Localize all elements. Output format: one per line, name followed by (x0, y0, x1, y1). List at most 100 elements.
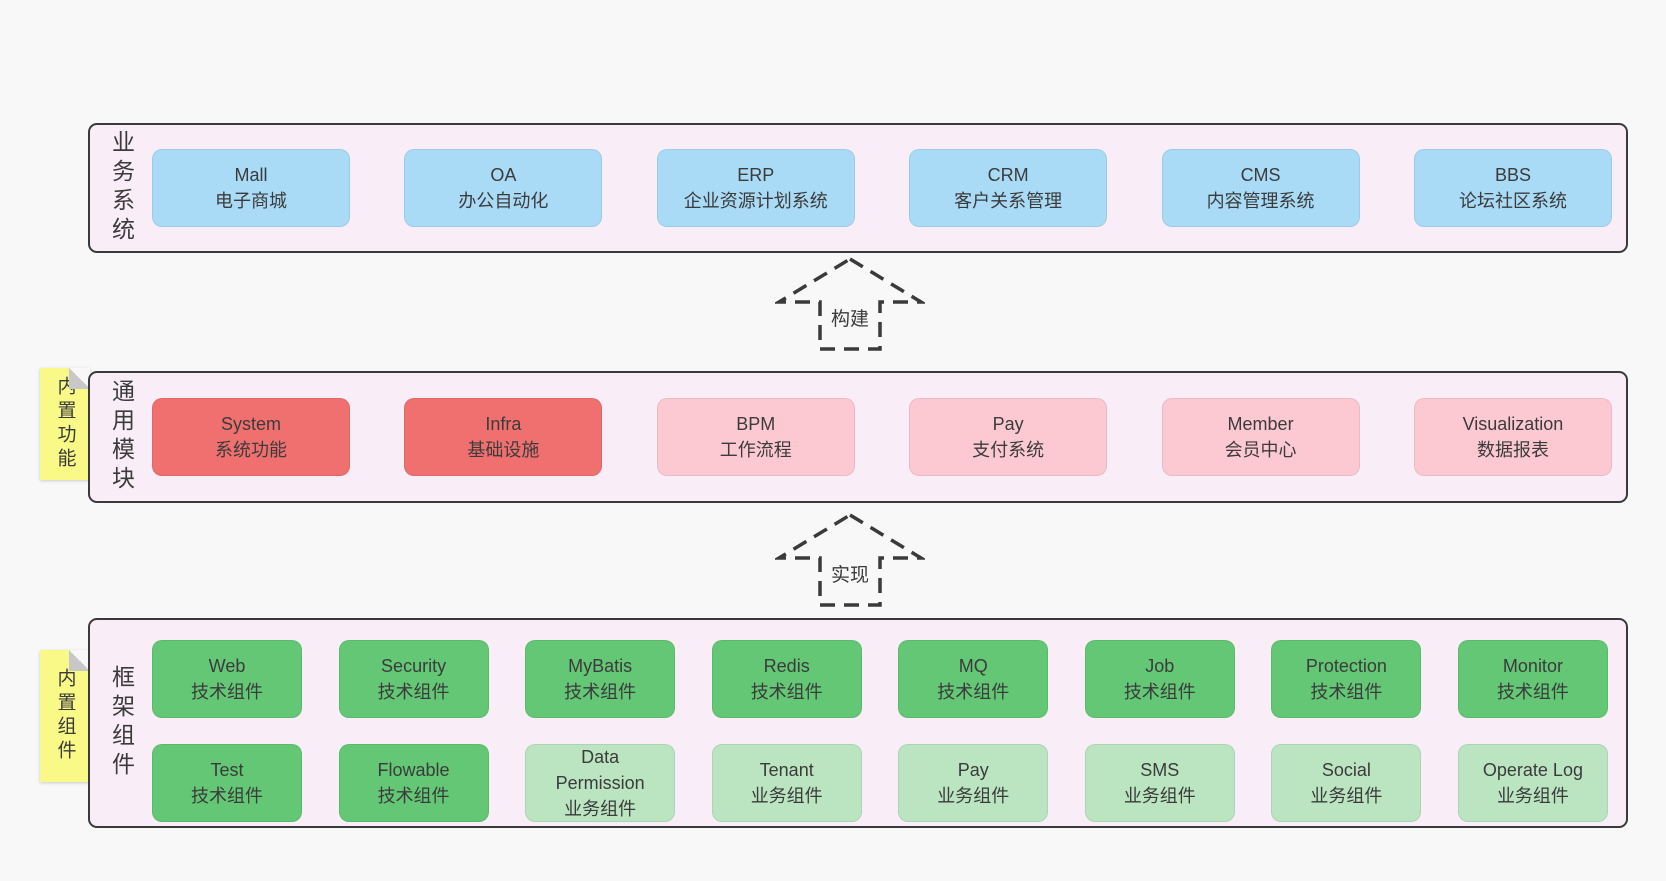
component-box-test: Test 技术组件 (152, 744, 302, 822)
component-box-mall: Mall 电子商城 (152, 149, 350, 227)
component-box-flowable: Flowable 技术组件 (338, 744, 489, 822)
component-name: BBS (1494, 165, 1531, 185)
layer-common-modules: 通用模块 System 系统功能 Infra 基础设施 BPM 工作流程 Pay 支付系统 Me… (88, 371, 1628, 503)
component-name: Mall (234, 165, 268, 185)
component-name: Member (1227, 414, 1294, 434)
component-box-oa: OA 办公自动化 (404, 149, 603, 227)
implement-arrow-label: 实现 (827, 560, 873, 587)
component-name: Flowable (377, 760, 450, 780)
component-name: Tenant (759, 760, 814, 780)
component-name: Protection (1305, 656, 1387, 676)
up-arrow-icon (772, 256, 928, 351)
component-desc: 办公自动化 (458, 191, 549, 211)
component-name: Monitor (1502, 656, 1563, 676)
component-desc: 系统功能 (215, 440, 287, 460)
sticky-note-label: 内置功能 (54, 376, 76, 472)
build-arrow: 构建 (772, 256, 928, 352)
component-desc: 工作流程 (719, 440, 792, 460)
component-name: Visualization (1462, 414, 1564, 434)
component-name: ERP (737, 165, 775, 185)
component-name: Web (208, 656, 246, 676)
component-desc: 会员中心 (1224, 440, 1297, 460)
component-box-sms: SMS 业务组件 (1084, 744, 1235, 822)
build-arrow-label: 构建 (827, 304, 873, 331)
component-name: Test (210, 760, 244, 780)
component-name: Security (381, 656, 447, 676)
component-desc: 业务组件 (1310, 786, 1383, 806)
component-box-mybatis: MyBatis 技术组件 (525, 640, 676, 718)
component-desc: 支付系统 (972, 440, 1045, 460)
component-desc: 业务组件 (750, 786, 823, 806)
component-desc: 业务组件 (1496, 786, 1569, 806)
component-name: Pay (957, 760, 989, 780)
component-name: OA (490, 165, 517, 185)
component-box-member: Member 会员中心 (1161, 398, 1360, 476)
component-name: System (220, 414, 281, 434)
component-desc: 业务组件 (937, 786, 1010, 806)
component-desc: 技术组件 (191, 786, 263, 806)
sticky-note-built-in-features: 内置功能 (40, 368, 90, 480)
component-desc: 内容管理系统 (1206, 191, 1315, 211)
component-desc: 电子商城 (215, 191, 287, 211)
component-desc: 技术组件 (377, 786, 450, 806)
component-box-redis: Redis 技术组件 (711, 640, 862, 718)
component-box-web: Web 技术组件 (152, 640, 302, 718)
implement-arrow: 实现 (772, 512, 928, 608)
component-name: Pay (992, 414, 1024, 434)
component-box-pay: Pay 支付系统 (909, 398, 1108, 476)
component-name: SMS (1140, 760, 1180, 780)
component-desc: 业务组件 (564, 799, 637, 819)
component-box-crm: CRM 客户关系管理 (909, 149, 1108, 227)
component-name: Job (1145, 656, 1175, 676)
layer-label-common-modules: 通用模块 (108, 379, 135, 495)
common-modules-box-row: System 系统功能 Infra 基础设施 BPM 工作流程 Pay 支付系统 Member 会… (152, 373, 1612, 501)
component-box-pay: Pay 业务组件 (898, 744, 1049, 822)
component-box-mq: MQ 技术组件 (898, 640, 1049, 718)
component-desc: 技术组件 (191, 682, 263, 702)
component-box-operate-log: Operate Log 业务组件 (1457, 744, 1608, 822)
component-name: CMS (1240, 165, 1281, 185)
component-desc: 技术组件 (1496, 682, 1569, 702)
component-name: Infra (485, 414, 522, 434)
up-arrow-icon (772, 512, 928, 607)
component-desc: 技术组件 (564, 682, 637, 702)
component-name: BPM (736, 414, 776, 434)
component-name: Social (1321, 760, 1371, 780)
component-name: MQ (958, 656, 988, 676)
component-box-social: Social 业务组件 (1271, 744, 1422, 822)
component-desc: 技术组件 (377, 682, 450, 702)
component-box-bpm: BPM 工作流程 (656, 398, 855, 476)
component-name: CRM (987, 165, 1029, 185)
component-name: MyBatis (568, 656, 633, 676)
sticky-note-built-in-components: 内置组件 (40, 650, 90, 782)
component-box-security: Security 技术组件 (338, 640, 489, 718)
sticky-note-label: 内置组件 (54, 668, 76, 764)
component-box-job: Job 技术组件 (1084, 640, 1235, 718)
component-box-infra: Infra 基础设施 (404, 398, 603, 476)
component-desc: 论坛社区系统 (1458, 191, 1567, 211)
component-name: Redis (763, 656, 810, 676)
component-desc: 客户关系管理 (954, 191, 1063, 211)
component-desc: 业务组件 (1123, 786, 1196, 806)
component-name: Operate Log (1482, 760, 1583, 780)
component-desc: 基础设施 (467, 440, 540, 460)
component-box-system: System 系统功能 (152, 398, 350, 476)
component-box-cms: CMS 内容管理系统 (1161, 149, 1360, 227)
layer-label-framework-components: 框架组件 (108, 665, 135, 781)
component-desc: 技术组件 (937, 682, 1010, 702)
component-box-monitor: Monitor 技术组件 (1457, 640, 1608, 718)
component-desc: 技术组件 (750, 682, 823, 702)
component-box-visualization: Visualization 数据报表 (1413, 398, 1612, 476)
component-desc: 数据报表 (1476, 440, 1549, 460)
component-desc: 技术组件 (1123, 682, 1196, 702)
component-box-tenant: Tenant 业务组件 (711, 744, 862, 822)
component-box-bbs: BBS 论坛社区系统 (1413, 149, 1612, 227)
